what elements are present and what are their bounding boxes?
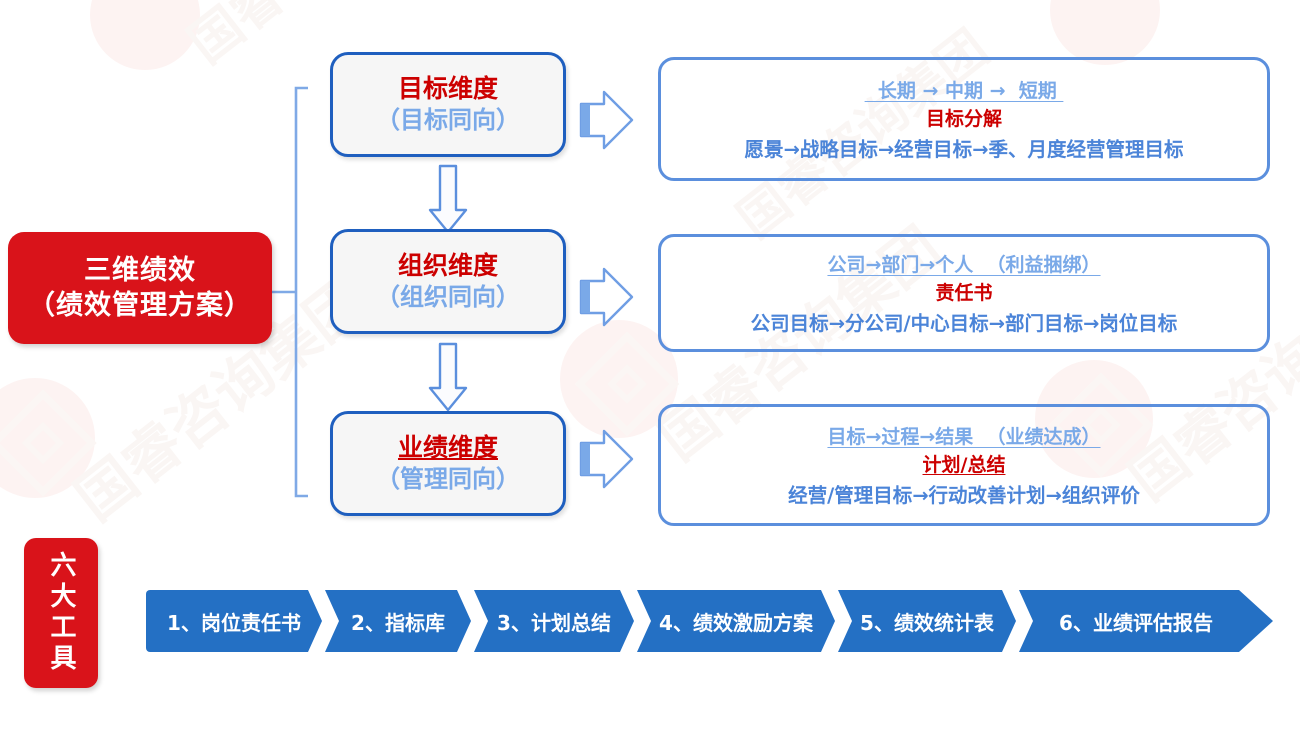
right-block-arrow-icon — [579, 90, 634, 150]
detail-line-1: 公司→部门→个人 （利益捆绑） — [827, 254, 1101, 276]
detail-box-organization[interactable]: 公司→部门→个人 （利益捆绑） 责任书 公司目标→分公司/中心目标→部门目标→岗… — [658, 234, 1270, 352]
detail-line-3: 公司目标→分公司/中心目标→部门目标→岗位目标 — [750, 312, 1178, 335]
tool-item-label: 6、业绩评估报告 — [1059, 610, 1213, 635]
right-block-arrow-icon — [579, 267, 634, 327]
dimension-subtitle: （目标同向） — [376, 106, 520, 135]
watermark-circle — [0, 378, 95, 498]
right-block-arrow-icon — [579, 429, 634, 489]
dimension-title: 业绩维度 — [397, 433, 498, 463]
root-title: 三维绩效 — [84, 254, 196, 286]
dimension-box-goal[interactable]: 目标维度 （目标同向） — [330, 52, 566, 157]
detail-box-performance[interactable]: 目标→过程→结果 （业绩达成） 计划/总结 经营/管理目标→行动改善计划→组织评… — [658, 404, 1270, 526]
root-node[interactable]: 三维绩效 （绩效管理方案） — [8, 232, 272, 344]
tool-item-2[interactable]: 2、指标库 — [325, 590, 471, 652]
root-subtitle: （绩效管理方案） — [28, 290, 252, 321]
tool-item-3[interactable]: 3、计划总结 — [474, 590, 634, 652]
detail-line-1: 目标→过程→结果 （业绩达成） — [827, 426, 1101, 448]
dimension-box-performance[interactable]: 业绩维度 （管理同向） — [330, 411, 566, 516]
detail-line-1: 长期 → 中期 → 短期 — [864, 80, 1064, 102]
dimension-subtitle: （管理同向） — [376, 465, 520, 494]
left-bracket-connector — [272, 86, 308, 498]
tool-item-6[interactable]: 6、业绩评估报告 — [1019, 590, 1273, 652]
dimension-title: 组织维度 — [397, 251, 498, 281]
tool-item-label: 3、计划总结 — [497, 610, 611, 635]
tool-item-label: 4、绩效激励方案 — [659, 610, 813, 635]
dimension-subtitle: （组织同向） — [376, 283, 520, 312]
tool-item-label: 1、岗位责任书 — [167, 610, 301, 635]
dimension-title: 目标维度 — [397, 74, 498, 104]
tool-item-label: 2、指标库 — [351, 610, 445, 635]
detail-line-3: 愿景→战略目标→经营目标→季、月度经营管理目标 — [744, 138, 1184, 161]
watermark-circle — [90, 0, 200, 70]
watermark-diamond — [0, 389, 97, 497]
six-tools-label: 六大工具 — [24, 538, 98, 688]
tool-item-1[interactable]: 1、岗位责任书 — [146, 590, 322, 652]
detail-line-2: 目标分解 — [925, 108, 1002, 130]
down-arrow-icon — [428, 342, 468, 412]
detail-box-goal[interactable]: 长期 → 中期 → 短期 目标分解 愿景→战略目标→经营目标→季、月度经营管理目… — [658, 57, 1270, 181]
tool-item-5[interactable]: 5、绩效统计表 — [838, 590, 1016, 652]
detail-line-3: 经营/管理目标→行动改善计划→组织评价 — [788, 484, 1140, 507]
dimension-box-organization[interactable]: 组织维度 （组织同向） — [330, 229, 566, 334]
six-tools-label-text: 六大工具 — [46, 551, 76, 675]
down-arrow-icon — [428, 164, 468, 234]
tool-item-4[interactable]: 4、绩效激励方案 — [637, 590, 835, 652]
watermark-circle — [1050, 0, 1160, 65]
detail-line-2: 计划/总结 — [922, 454, 1006, 476]
tool-item-label: 5、绩效统计表 — [860, 610, 994, 635]
detail-line-2: 责任书 — [935, 282, 993, 304]
